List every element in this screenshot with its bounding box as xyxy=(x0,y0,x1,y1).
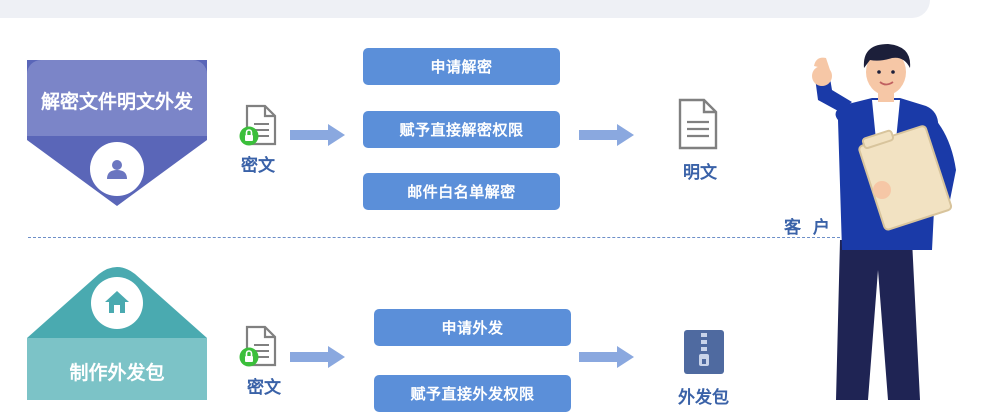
encrypted-document-icon xyxy=(239,104,277,146)
step-mail-whitelist: 邮件白名单解密 xyxy=(363,173,560,210)
section2-file-label: 密文 xyxy=(247,378,281,398)
section2-title: 制作外发包 xyxy=(69,362,165,384)
section2-result-label: 外发包 xyxy=(678,388,729,408)
section-divider xyxy=(28,237,840,238)
home-icon xyxy=(105,291,129,313)
step-request-decrypt: 申请解密 xyxy=(363,48,560,85)
businessman-illustration xyxy=(812,44,956,400)
user-icon xyxy=(107,160,127,179)
encrypted-document-icon xyxy=(239,325,277,367)
arrow-right-icon xyxy=(290,346,345,368)
step-request-outgoing: 申请外发 xyxy=(374,309,571,346)
document-icon xyxy=(678,98,718,150)
arrow-right-icon xyxy=(579,124,634,146)
arrow-right-icon xyxy=(579,346,634,368)
decrypt-badge-shape xyxy=(27,60,207,206)
section1-file-label: 密文 xyxy=(241,156,275,176)
step-grant-outgoing: 赋予直接外发权限 xyxy=(374,375,571,412)
zip-file-icon xyxy=(684,330,724,374)
step-grant-decrypt: 赋予直接解密权限 xyxy=(363,111,560,148)
section1-title: 解密文件明文外发 xyxy=(40,91,193,113)
section1-result-label: 明文 xyxy=(683,163,717,183)
client-label: 客 户 xyxy=(784,218,830,238)
arrow-right-icon xyxy=(290,124,345,146)
top-band xyxy=(0,0,930,18)
